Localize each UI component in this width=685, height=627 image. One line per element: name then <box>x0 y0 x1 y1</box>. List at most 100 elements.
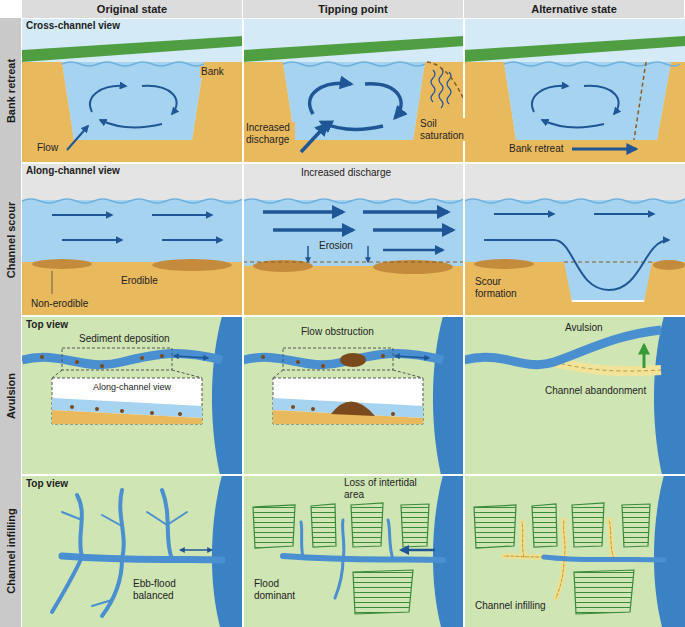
art-g <box>283 520 443 598</box>
art-circle <box>160 354 164 358</box>
art-g <box>504 520 664 598</box>
art-path <box>283 556 443 560</box>
art-path <box>343 520 344 559</box>
art-path <box>243 199 465 203</box>
art-line <box>401 549 435 552</box>
art-line <box>242 0 244 627</box>
art-polygon <box>401 504 429 547</box>
art-path <box>301 522 303 557</box>
art-line <box>572 148 636 151</box>
annotation: Scour formation <box>474 276 536 299</box>
art-polygon <box>572 503 604 547</box>
art-path <box>167 512 187 525</box>
art-line <box>162 239 222 241</box>
art-line <box>172 370 202 378</box>
annotation: Channel infilling <box>474 600 547 612</box>
art-ellipse <box>340 353 366 367</box>
art-line <box>463 0 465 627</box>
art-polygon <box>22 36 243 62</box>
annotation: Bank <box>200 66 225 78</box>
art-line <box>373 228 453 232</box>
art-rect <box>22 475 243 627</box>
infilling-alternative <box>464 475 685 627</box>
art-line <box>594 213 654 215</box>
art-line <box>363 210 448 214</box>
row-label: Avulsion <box>5 372 17 418</box>
annotation: Flood dominant <box>253 578 301 601</box>
art-line <box>301 124 327 152</box>
column-header: Tipping point <box>243 0 464 18</box>
art-path <box>427 62 464 100</box>
art-path <box>283 62 425 140</box>
avulsion-tipping <box>243 316 464 475</box>
art-circle <box>311 407 315 411</box>
art-path <box>62 556 222 560</box>
art-line <box>152 214 212 216</box>
art-polygon <box>532 504 557 547</box>
art-path <box>212 316 243 475</box>
art-path <box>62 62 204 66</box>
art-line <box>307 246 309 262</box>
art-path <box>147 512 167 525</box>
column-header: Original state <box>22 0 243 18</box>
art-path <box>77 495 82 557</box>
art-path <box>464 199 685 203</box>
view-title: Top view <box>25 319 69 331</box>
art-circle <box>95 407 99 411</box>
art-path <box>321 122 383 129</box>
art-path <box>464 262 685 316</box>
art-line <box>273 370 283 378</box>
column-title: Original state <box>97 3 167 15</box>
art-rect <box>464 316 685 475</box>
art-line <box>273 228 353 232</box>
art-path <box>556 559 564 598</box>
art-polygon <box>622 504 650 547</box>
annotation: Along-channel view <box>92 382 172 392</box>
annotation: Avulsion <box>564 322 604 334</box>
art-path <box>542 120 604 127</box>
art-rect <box>22 316 243 475</box>
art-path <box>62 62 204 140</box>
art-path <box>634 62 646 140</box>
art-line <box>22 162 685 164</box>
view-title: Along-channel view <box>25 165 121 177</box>
art-path <box>102 515 120 525</box>
bank-alternative <box>464 18 685 163</box>
infilling-tipping <box>243 475 464 627</box>
column-title: Tipping point <box>318 3 387 15</box>
art-line <box>243 261 464 262</box>
bank-tipping <box>243 18 464 163</box>
art-rect <box>464 163 685 203</box>
art-rect <box>22 18 243 163</box>
column-title: Alternative state <box>531 3 617 15</box>
annotation: Loss of intertidal area <box>343 477 435 500</box>
annotation: Erosion <box>318 240 354 252</box>
infilling-original <box>22 475 243 627</box>
bank-original <box>22 18 243 163</box>
art-circle <box>321 364 325 368</box>
art-polygon <box>52 410 202 424</box>
art-rect <box>464 18 685 163</box>
art-path <box>283 62 425 66</box>
row-label: Channel scour <box>5 201 17 277</box>
art-rect <box>243 163 464 203</box>
art-g <box>52 490 222 616</box>
row-band: Channel scour <box>0 163 22 316</box>
art-path <box>142 86 177 114</box>
art-path <box>464 330 661 365</box>
art-rect <box>464 475 685 627</box>
scour-alternative <box>464 163 685 316</box>
art-circle <box>391 412 395 416</box>
art-circle <box>296 360 300 364</box>
art-line <box>180 549 212 551</box>
art-line <box>395 356 429 358</box>
art-line <box>393 370 423 378</box>
art-path <box>365 84 401 118</box>
art-line <box>22 315 685 317</box>
art-rect <box>52 378 202 424</box>
art-path <box>90 86 126 112</box>
art-g <box>261 354 385 368</box>
annotation: Increased discharge <box>245 122 295 145</box>
art-path <box>431 70 435 102</box>
art-circle <box>140 356 144 360</box>
